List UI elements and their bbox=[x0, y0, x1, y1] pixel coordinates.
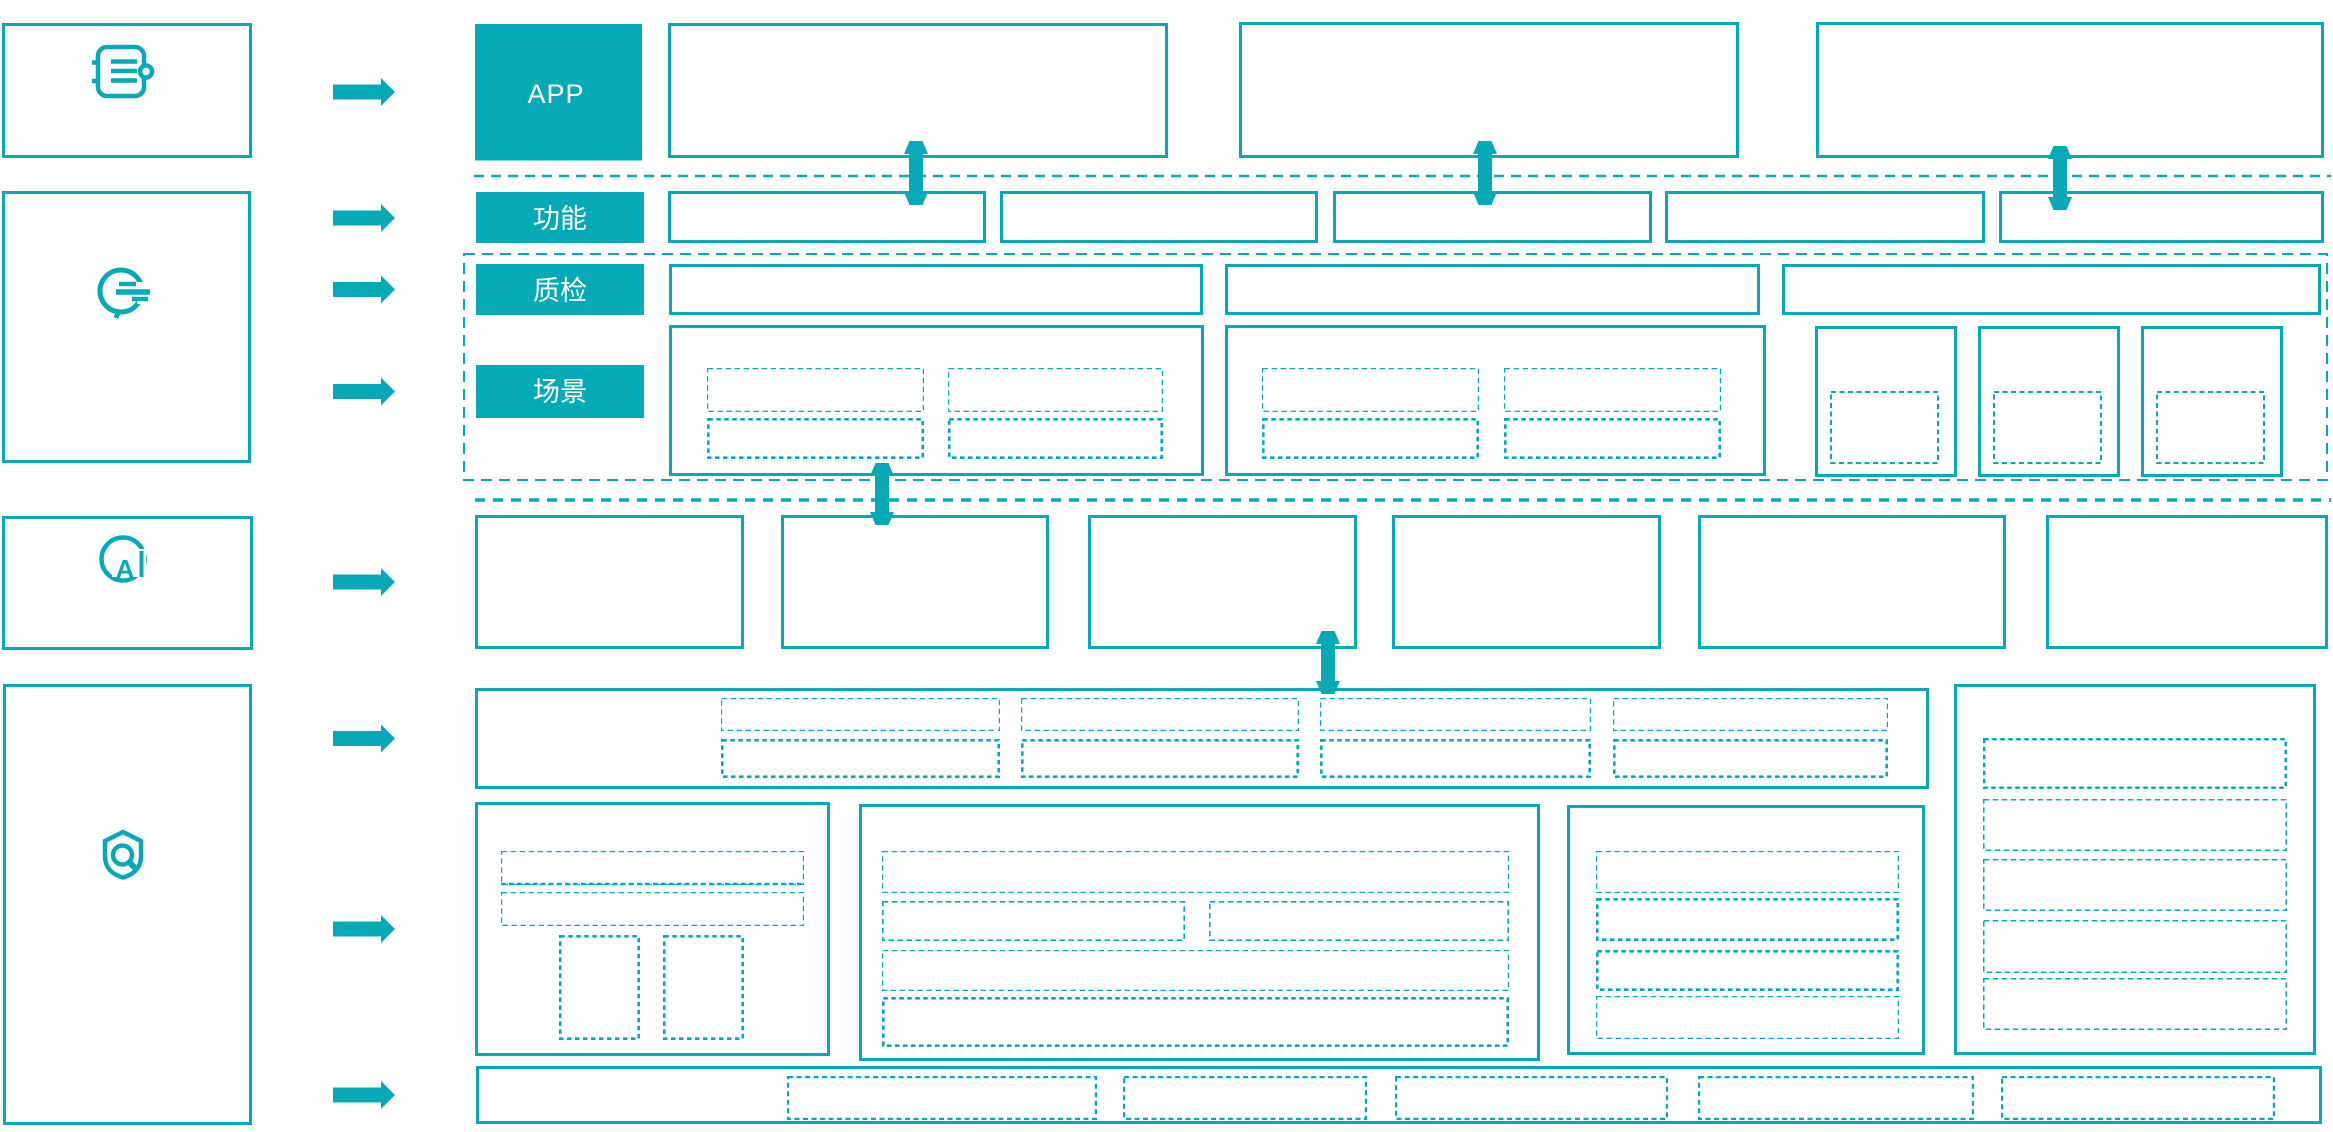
svg-text:场景: 场景 bbox=[533, 377, 587, 407]
svg-text:APP: APP bbox=[527, 79, 584, 109]
svg-text:质检: 质检 bbox=[533, 276, 587, 306]
svg-text:A: A bbox=[116, 554, 135, 584]
svg-text:功能: 功能 bbox=[533, 204, 587, 234]
